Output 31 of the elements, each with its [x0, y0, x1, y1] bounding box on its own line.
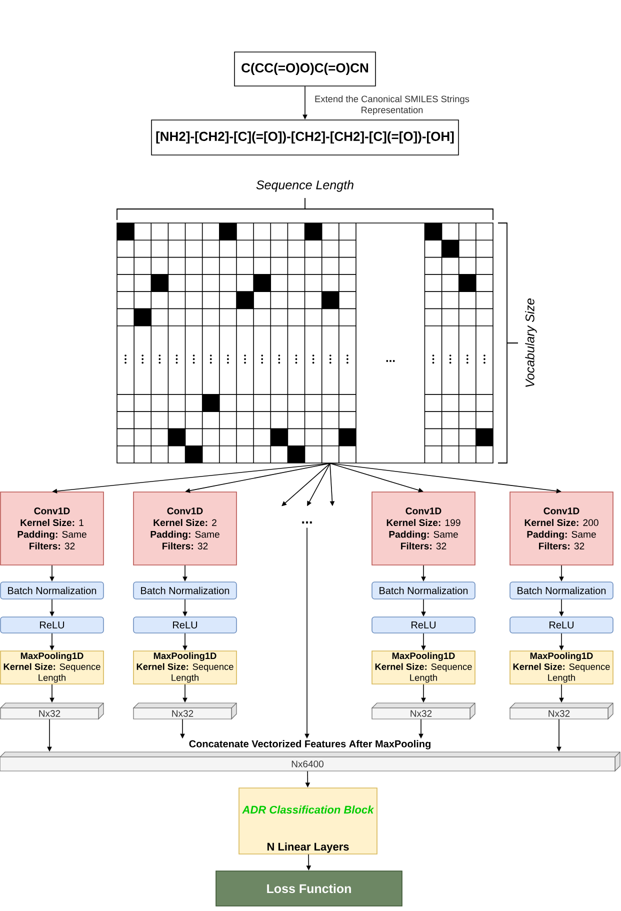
- ellipsis: ...: [386, 360, 395, 362]
- tensor-bar: Nx32: [133, 702, 237, 720]
- conv-layer-box: Conv1D Kernel Size: 199 Padding: Same Filters: 32: [372, 492, 476, 566]
- relu-box: ReLU: [133, 616, 237, 634]
- pooling-box: MaxPooling1D Kernel Size: Sequence Length: [510, 650, 614, 684]
- relu-box: ReLU: [510, 616, 614, 634]
- pooling-box: MaxPooling1D Kernel Size: Sequence Length: [0, 650, 104, 684]
- edge-label: Extend the Canonical SMILES Strings Representation: [315, 95, 470, 116]
- batch-norm-box: Batch Normalization: [510, 582, 614, 600]
- dimension-label: Vocabulary Size: [525, 298, 537, 387]
- conv-layer-box: Conv1D Kernel Size: 1 Padding: Same Filters: 32: [0, 492, 104, 566]
- string-box: [NH2]-[CH2]-[C](=[O])-[CH2]-[CH2]-[C](=[O])-[OH]: [151, 120, 459, 156]
- concat-bar: Nx6400: [0, 752, 620, 772]
- relu-box: ReLU: [0, 616, 104, 634]
- batch-norm-box: Batch Normalization: [372, 582, 476, 600]
- conv-layer-box: Conv1D Kernel Size: 2 Padding: Same Filters: 32: [133, 492, 237, 566]
- tensor-bar: Nx32: [372, 702, 476, 720]
- tensor-bar: Nx32: [510, 702, 614, 720]
- pooling-box: MaxPooling1D Kernel Size: Sequence Length: [372, 650, 476, 684]
- pooling-box: MaxPooling1D Kernel Size: Sequence Length: [133, 650, 237, 684]
- string-box: C(CC(=O)O)C(=O)CN: [234, 52, 376, 86]
- ellipsis: ...: [302, 521, 312, 524]
- relu-box: ReLU: [372, 616, 476, 634]
- tensor-bar: Nx32: [0, 702, 104, 720]
- dimension-label: Sequence Length: [256, 180, 354, 192]
- loss-box: Loss Function: [216, 870, 402, 906]
- batch-norm-box: Batch Normalization: [0, 582, 104, 600]
- classification-box: ADR Classification Block N Linear Layers: [238, 788, 378, 854]
- conv-layer-box: Conv1D Kernel Size: 200 Padding: Same Filters: 32: [510, 492, 614, 566]
- batch-norm-box: Batch Normalization: [133, 582, 237, 600]
- bar-heading: Concatenate Vectorized Features After MaxPooling: [189, 740, 430, 750]
